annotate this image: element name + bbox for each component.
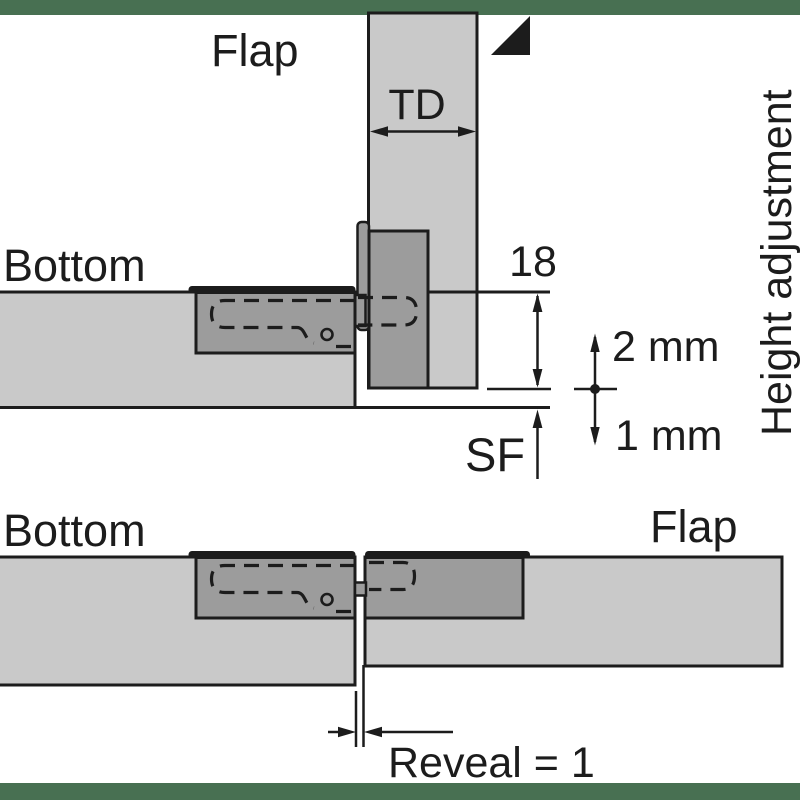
hinge-flange-slot-dashed bbox=[369, 560, 417, 592]
top-diagram: Flap Bottom TD 18 SF 2 mm 1 mm Height ad… bbox=[0, 11, 800, 481]
thickness-arrowhead-down-icon bbox=[532, 369, 543, 388]
thickness-value-label: 18 bbox=[509, 238, 557, 286]
height-adjustment-label: Height adjustment bbox=[753, 89, 800, 436]
td-arrowhead-right-icon bbox=[458, 126, 476, 137]
corner-marker-icon bbox=[491, 16, 530, 55]
reveal-arrowhead-right-icon bbox=[338, 726, 356, 738]
thickness-dimension bbox=[487, 293, 551, 391]
bottom-diagram: Bottom Flap Reveal = 1 bbox=[0, 501, 784, 787]
top-accent-bar bbox=[0, 0, 800, 15]
sf-label: SF bbox=[465, 428, 525, 481]
reveal-dimension bbox=[328, 665, 453, 747]
adjustment-arrowhead-down-icon bbox=[590, 427, 600, 446]
hinge-arm-slot-jog-dashed bbox=[296, 325, 354, 349]
adjustment-indicator bbox=[574, 333, 617, 446]
sf-arrowhead-up-icon bbox=[532, 409, 543, 428]
hinge-cup-plate bbox=[367, 229, 430, 390]
hinge-arm-plate bbox=[194, 291, 357, 355]
flap-label-top: Flap bbox=[211, 25, 299, 76]
td-arrowhead-left-icon bbox=[370, 126, 388, 137]
sf-dimension bbox=[532, 409, 543, 479]
thickness-arrowhead-up-icon bbox=[532, 293, 543, 312]
adjust-down-label: 1 mm bbox=[615, 412, 723, 460]
bottom-label-open: Bottom bbox=[3, 505, 146, 556]
hinge-arm-slot-dashed bbox=[209, 298, 355, 330]
adjustment-arrowhead-up-icon bbox=[590, 333, 600, 352]
hinge-flange-plate-right bbox=[363, 556, 525, 620]
flap-label-open: Flap bbox=[650, 501, 738, 552]
hinge-arm-slot-dashed-left bbox=[209, 563, 355, 595]
adjust-up-label: 2 mm bbox=[612, 323, 720, 371]
bottom-label-top: Bottom bbox=[3, 240, 146, 291]
reveal-value-label: Reveal = 1 bbox=[388, 739, 595, 787]
bottom-accent-bar bbox=[0, 783, 800, 800]
td-dimension bbox=[370, 126, 476, 137]
hinge-arm-slot-jog-dashed-left bbox=[296, 590, 354, 614]
td-label: TD bbox=[388, 81, 445, 129]
hinge-knuckle-open bbox=[353, 581, 368, 597]
reveal-arrowhead-left-icon bbox=[364, 726, 382, 738]
screw-hole bbox=[320, 327, 334, 342]
screw-hole-open bbox=[320, 592, 334, 607]
hinge-cup-slot-dashed bbox=[358, 295, 419, 327]
